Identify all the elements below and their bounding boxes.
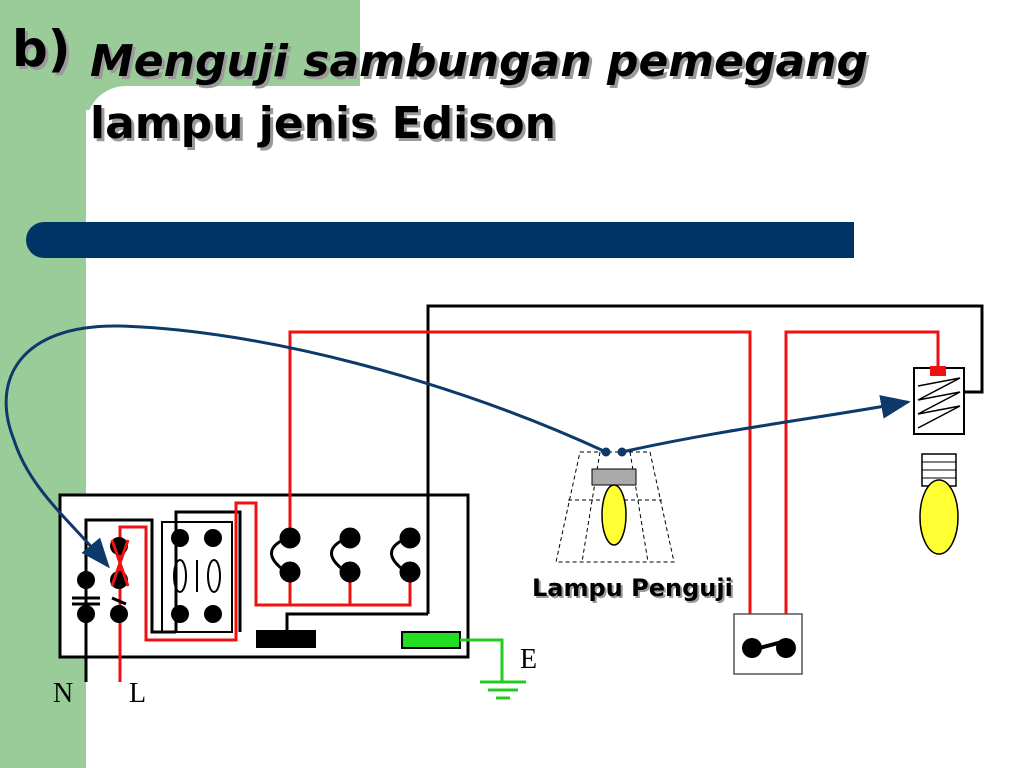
- test-lamp: [555, 451, 675, 563]
- sub-circuit-breakers: [270, 527, 421, 583]
- neutral-bar: [256, 630, 316, 648]
- circuit-breaker: [161, 521, 233, 633]
- edison-lamp-holder: [913, 366, 965, 435]
- title-accent-bar: [26, 222, 854, 258]
- light-switch: [733, 613, 803, 675]
- title-line-2: lampu jenis Edison: [90, 98, 556, 149]
- earth-bar: [401, 631, 461, 649]
- earth-label: E: [520, 644, 538, 675]
- title-prefix: b): [12, 20, 71, 78]
- test-leads: [4, 324, 911, 569]
- title-line-1: Menguji sambungan pemegang: [90, 36, 868, 87]
- earth-symbol: [460, 638, 526, 700]
- live-label: L: [129, 678, 147, 709]
- main-switch: [72, 537, 130, 623]
- test-lamp-label: Lampu Penguji: [532, 574, 733, 602]
- neutral-label: N: [53, 678, 74, 709]
- edison-lamp: [919, 453, 959, 555]
